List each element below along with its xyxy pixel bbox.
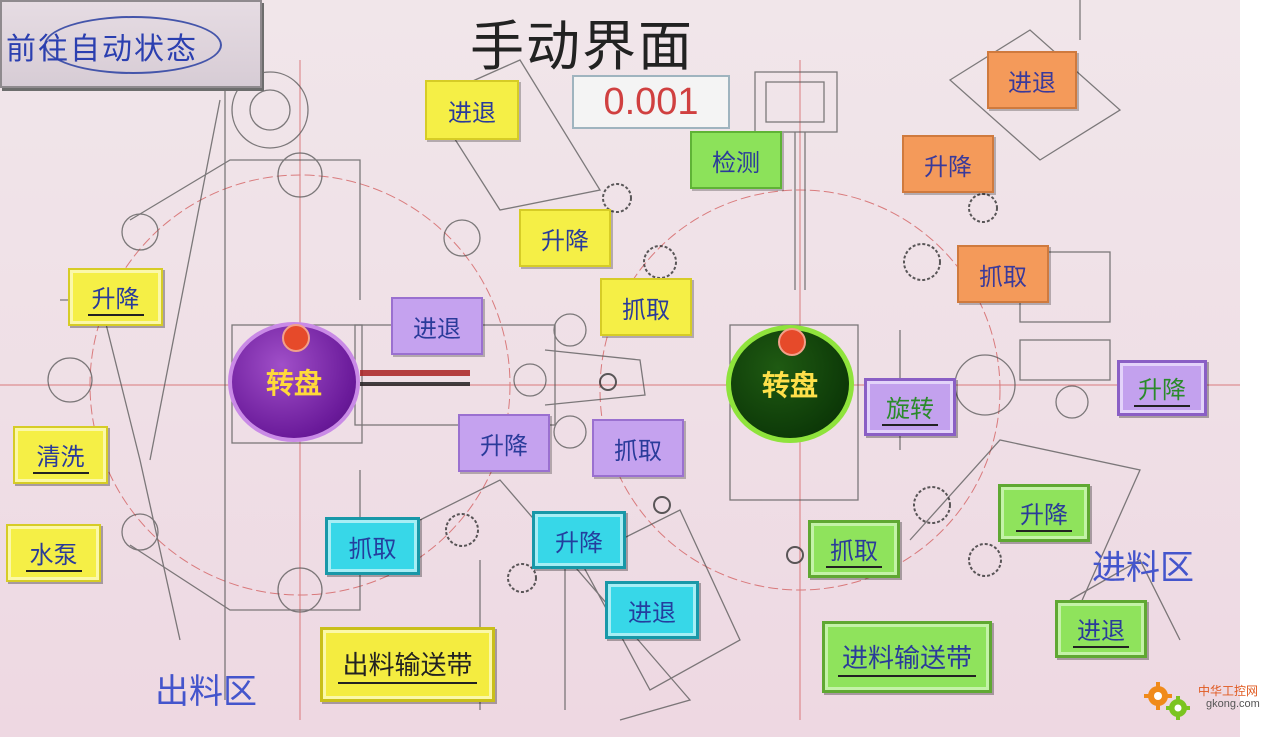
orange-advance-button[interactable]: 进退 bbox=[987, 51, 1077, 109]
rotate-button[interactable]: 旋转 bbox=[864, 378, 956, 436]
clean-label: 清洗 bbox=[32, 437, 89, 474]
detect-button[interactable]: 检测 bbox=[690, 131, 782, 189]
green-grab-label: 抓取 bbox=[826, 531, 882, 568]
orange-lift-button[interactable]: 升降 bbox=[902, 135, 994, 193]
infeed-zone-label: 进料区 bbox=[1092, 548, 1194, 588]
infeed-belt-button[interactable]: 进料输送带 bbox=[822, 621, 992, 693]
green-advance-label: 进退 bbox=[1073, 611, 1129, 648]
outfeed-belt-label: 出料输送带 bbox=[338, 645, 477, 684]
indicator-dot bbox=[282, 324, 310, 352]
watermark-logo: 中华工控网 gkong.com bbox=[1140, 676, 1276, 726]
oval-decoration bbox=[44, 16, 222, 74]
machine-schematic bbox=[0, 0, 1240, 721]
watermark-line1: 中华工控网 bbox=[1198, 684, 1259, 698]
pump-label: 水泵 bbox=[25, 535, 82, 572]
orange-grab-button[interactable]: 抓取 bbox=[957, 245, 1049, 303]
yellow-grab-button[interactable]: 抓取 bbox=[600, 278, 692, 336]
left-turntable-button[interactable]: 转盘 bbox=[228, 322, 360, 442]
green-lift-label: 升降 bbox=[1016, 495, 1072, 532]
outfeed-zone-label: 出料区 bbox=[155, 672, 257, 712]
yellow-advance-button[interactable]: 进退 bbox=[425, 80, 519, 140]
green-lift-button[interactable]: 升降 bbox=[998, 484, 1090, 542]
value-display: 0.001 bbox=[572, 75, 730, 129]
purple-grab-button[interactable]: 抓取 bbox=[592, 419, 684, 477]
cyan-advance-button[interactable]: 进退 bbox=[605, 581, 699, 639]
purple-lift-button[interactable]: 升降 bbox=[458, 414, 550, 472]
rotate-label: 旋转 bbox=[882, 389, 938, 426]
left-lift-label: 升降 bbox=[87, 279, 144, 316]
green-grab-button[interactable]: 抓取 bbox=[808, 520, 900, 578]
outfeed-belt-button[interactable]: 出料输送带 bbox=[320, 627, 495, 702]
right-lift-button[interactable]: 升降 bbox=[1117, 360, 1207, 416]
clean-button[interactable]: 清洗 bbox=[13, 426, 108, 484]
yellow-lift-button[interactable]: 升降 bbox=[519, 209, 611, 267]
left-turntable-label: 转盘 bbox=[265, 367, 322, 400]
goto-auto-label: 前往自动状态 bbox=[6, 32, 198, 67]
page-title: 手动界面 bbox=[470, 15, 694, 78]
purple-advance-button[interactable]: 进退 bbox=[391, 297, 483, 355]
goto-auto-button[interactable]: 前往自动状态 bbox=[0, 0, 262, 88]
cyan-grab-button[interactable]: 抓取 bbox=[325, 517, 420, 575]
hmi-screen: 手动界面 0.001 前往自动状态 进退 升降 抓取 升降 清洗 水泵 检测 进… bbox=[0, 0, 1240, 737]
right-turntable-button[interactable]: 转盘 bbox=[726, 325, 854, 443]
watermark-line2: gkong.com bbox=[1206, 698, 1260, 710]
left-lift-button[interactable]: 升降 bbox=[68, 268, 163, 326]
infeed-belt-label: 进料输送带 bbox=[837, 638, 976, 677]
right-margin bbox=[1240, 0, 1280, 737]
right-turntable-label: 转盘 bbox=[761, 369, 818, 402]
pump-button[interactable]: 水泵 bbox=[6, 524, 101, 582]
green-advance-button[interactable]: 进退 bbox=[1055, 600, 1147, 658]
right-lift-label: 升降 bbox=[1134, 370, 1190, 407]
gear-icon bbox=[1144, 682, 1190, 720]
indicator-dot bbox=[778, 328, 806, 356]
cyan-lift-button[interactable]: 升降 bbox=[532, 511, 626, 569]
